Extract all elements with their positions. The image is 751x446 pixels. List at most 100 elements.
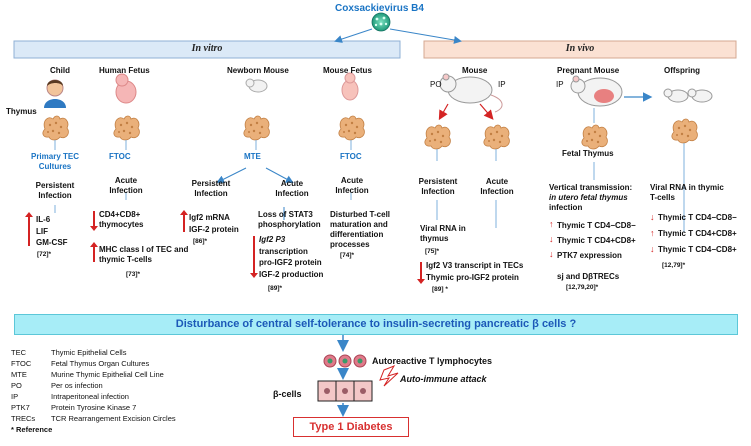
diagram-title: Coxsackievirus B4 [335,3,424,14]
fetus-ref: [73]* [126,271,141,278]
fetus-effect-1: CD4+CD8+ thymocytes [99,210,144,229]
newborn-right-ref: [89]* [268,285,283,292]
thymus-icon [581,124,608,150]
mouse-ref: [89] * [432,286,448,293]
mfetus-effect: Disturbed T-cell maturation and differen… [330,210,391,249]
effect-item: Thymic T CD4+CD8+ [650,225,737,242]
autoreactive-label: Autoreactive T lymphocytes [372,356,493,366]
mouse-icon [438,73,503,121]
effect-item: Thymic T CD4−CD8− [549,217,636,233]
fetal-thymus-label: Fetal Thymus [562,149,614,158]
thymus-icon [243,115,270,141]
thymus-icon [42,115,69,141]
fetus-infection: Acute Infection [109,176,143,195]
effect-item: IGF-2 protein [189,224,239,234]
t-cell-icons [323,354,367,368]
lightning-icon [379,364,399,387]
offspring-ref: [12,79]* [662,262,686,269]
mfetus-system: FTOC [340,152,362,161]
attack-label: Auto-immune attack [400,374,487,384]
in-vitro-header: In vitro [191,43,223,54]
mouse-header: Mouse [462,66,488,75]
mouse-effects: Igf2 V3 transcript in TECs Thymic pro-IG… [423,260,523,283]
pregnant-ref: [12,79,20]* [566,284,599,291]
thymus-icon [424,124,451,150]
offspring-icon [663,88,713,103]
thymus-icon [671,118,698,144]
newborn-right-infection: Acute Infection [275,179,309,198]
legend-ref: * Reference [11,425,53,434]
effect-item: Thymic T CD4−CD8− [650,209,737,226]
pregnant-trans-1: Vertical transmission: [549,183,633,192]
human-fetus-header: Human Fetus [99,66,150,75]
effect-item: pro-IGF2 protein [259,258,322,267]
child-ref: [72]* [37,251,52,258]
pregnant-trans-2: in utero fetal thymus [549,193,628,202]
pregnant-effects: Thymic T CD4−CD8− Thymic T CD4+CD8+ PTK7… [549,217,636,263]
effect-item: Thymic T CD4+CD8+ [549,232,636,248]
pregnant-trans-3: infection [549,203,583,212]
effect-item: IGF-2 production [259,269,324,279]
effect-item: Igf2 P3 [259,235,286,244]
newborn-right-effects: Igf2 P3 transcription pro-IGF2 protein I… [256,234,323,280]
thymus-icon [483,124,510,150]
outcome-box: Type 1 Diabetes [293,417,409,437]
effect-item: Igf2 mRNA [189,213,230,222]
beta-cells-icon [317,380,373,402]
child-system: Primary TEC Cultures [30,152,80,171]
fetus-system: FTOC [109,152,131,161]
effect-item: GM-CSF [36,238,68,247]
pregnant-effect-4: sj and DβTRECs [557,272,620,281]
newborn-left-infection: Persistent Infection [191,179,231,198]
effect-item: PTK7 expression [549,247,636,263]
effect-item: transcription [259,246,308,256]
ip-label: IP [498,80,506,89]
child-header: Child [50,66,70,75]
newborn-left-ref: [86]* [193,238,208,245]
mouse-fetus-header: Mouse Fetus [323,66,372,75]
child-icon [44,79,66,108]
effect-item: Thymic pro-IGF2 protein [426,272,519,282]
mouse-right-infection: Acute Infection [480,177,514,196]
child-effects: IL-6 LIF GM-CSF [28,214,68,249]
thymus-icon [338,115,365,141]
newborn-left-effects: Igf2 mRNA IGF-2 protein [183,212,239,235]
mfetus-infection: Acute Infection [335,176,369,195]
thymus-icon [113,115,140,141]
child-infection: Persistent Infection [35,181,75,200]
pregnant-ip-label: IP [556,80,564,89]
mouse-left-infection: Persistent Infection [418,177,458,196]
newborn-mouse-icon [245,78,268,93]
mouse-viral: Viral RNA in thymus [420,224,466,243]
hypothesis-banner: Disturbance of central self-tolerance to… [14,314,738,335]
mfetus-ref: [74]* [340,252,355,259]
newborn-mouse-header: Newborn Mouse [227,66,289,75]
po-label: PO [430,80,442,89]
newborn-system: MTE [244,152,261,161]
effect-item: Igf2 V3 transcript in TECs [426,261,524,270]
beta-cells-label: β-cells [273,389,302,399]
newborn-right-loss: Loss of STAT3 phosphorylation [258,210,321,229]
fetus-effect-2: MHC class I of TEC and thymic T-cells [99,245,189,264]
in-vivo-header: In vivo [565,43,595,54]
mouse-viral-ref: [75]* [425,248,440,255]
effect-item: IL-6 [36,215,51,224]
offspring-viral: Viral RNA in thymic T-cells [650,183,724,202]
thymus-label: Thymus [6,107,37,116]
effect-item: Thymic T CD4−CD8+ [650,241,737,258]
virus-icon [371,12,391,32]
offspring-header: Offspring [664,66,700,75]
pregnant-mouse-header: Pregnant Mouse [557,66,620,75]
human-fetus-icon [115,73,137,104]
offspring-effects: Thymic T CD4−CD8− Thymic T CD4+CD8+ Thym… [650,209,737,258]
effect-item: LIF [36,226,48,236]
